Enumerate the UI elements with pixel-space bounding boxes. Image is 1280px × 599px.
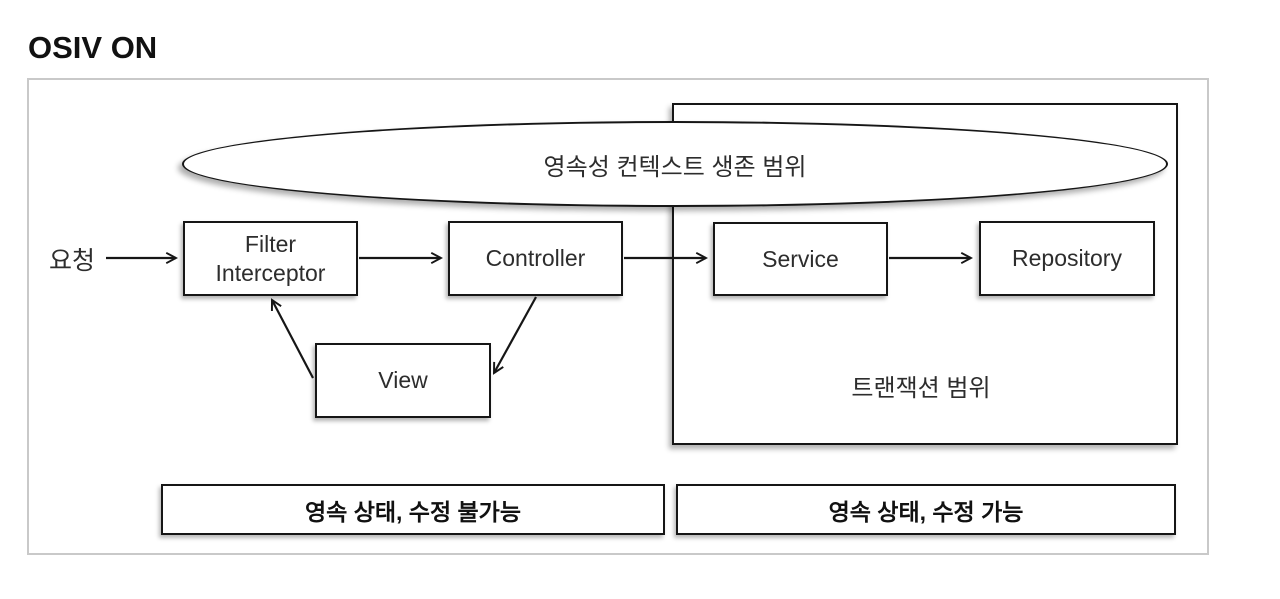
persistence-context-ellipse: 영속성 컨텍스트 생존 범위 <box>182 121 1168 207</box>
persistence-context-label: 영속성 컨텍스트 생존 범위 <box>543 153 807 181</box>
node-service: Service <box>713 222 888 296</box>
node-filter-interceptor: Filter Interceptor <box>183 221 358 296</box>
legend-right-box: 영속 상태, 수정 가능 <box>676 484 1176 535</box>
request-label: 요청 <box>48 247 95 275</box>
node-repository-label: Repository <box>1012 245 1122 272</box>
legend-right-label: 영속 상태, 수정 가능 <box>828 498 1024 525</box>
node-controller: Controller <box>448 221 623 296</box>
page-title: OSIV ON <box>28 30 158 65</box>
node-view: View <box>315 343 491 418</box>
legend-left-box: 영속 상태, 수정 불가능 <box>161 484 665 535</box>
legend-left-label: 영속 상태, 수정 불가능 <box>304 498 521 525</box>
node-view-label: View <box>378 367 428 394</box>
node-filter-interceptor-label: Filter Interceptor <box>215 230 326 286</box>
node-controller-label: Controller <box>485 245 586 272</box>
transaction-scope-label: 트랜잭션 범위 <box>851 375 991 402</box>
node-service-label: Service <box>762 245 839 272</box>
node-repository: Repository <box>979 221 1155 296</box>
